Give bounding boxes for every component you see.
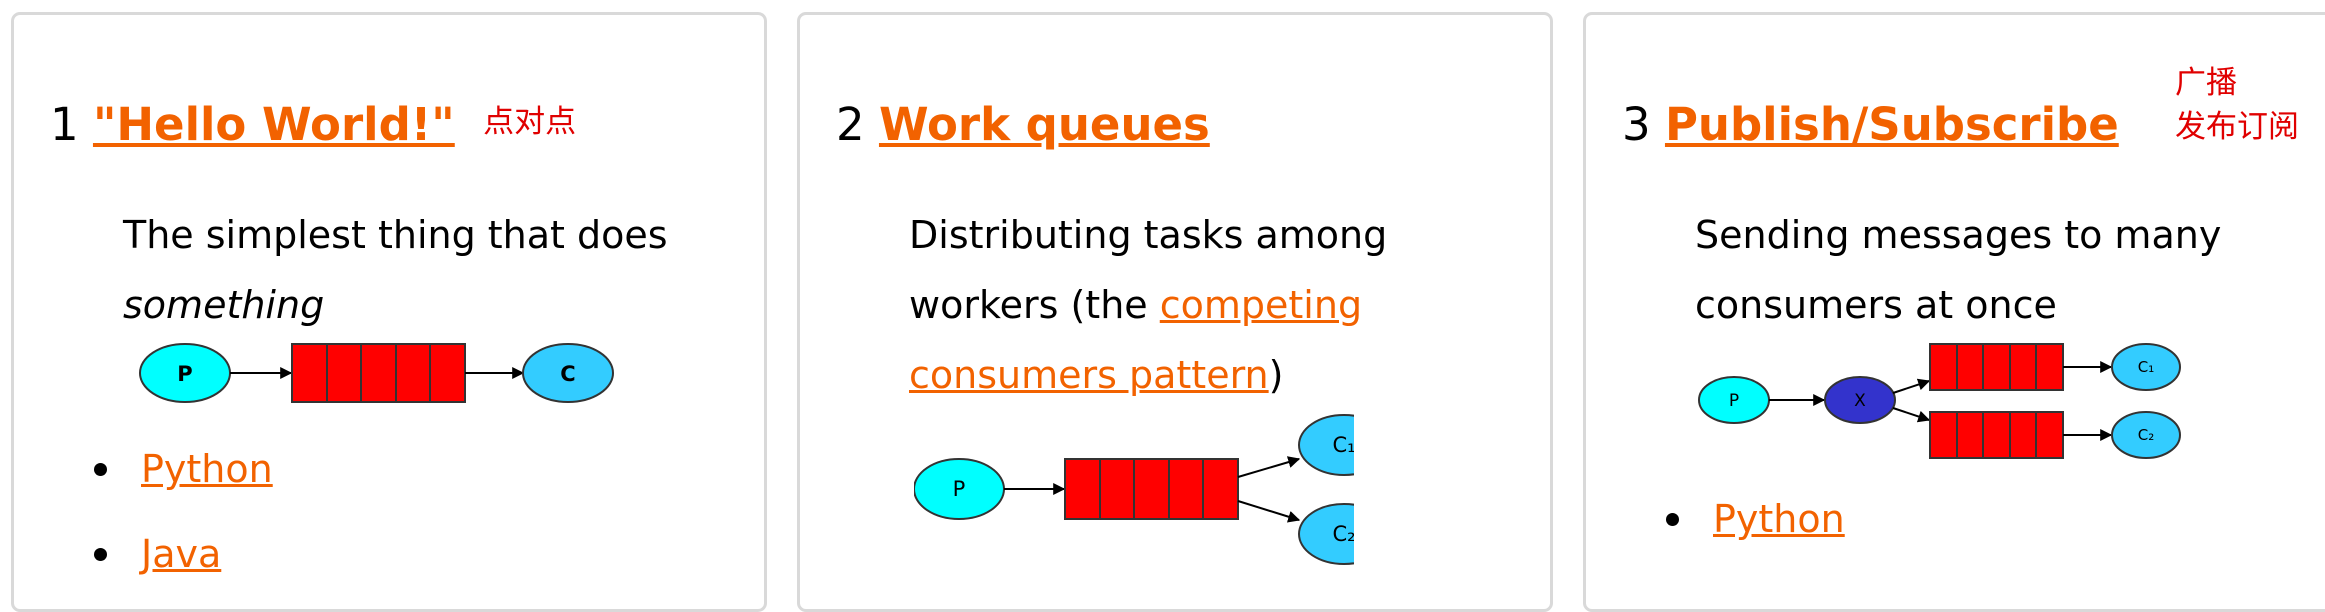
description-text: The simplest thing that does (123, 213, 668, 257)
producer-label: P (177, 362, 192, 386)
annotation-line: 广播 (2175, 65, 2237, 101)
competing-consumers-link[interactable]: competing consumers pattern (909, 283, 1363, 397)
diagram-hello-world: P C (139, 343, 614, 403)
tutorial-card-3: 3 Publish/Subscribe 广播 发布订阅 Sending mess… (1583, 12, 2325, 612)
exchange-label: X (1854, 391, 1866, 411)
python-link[interactable]: Python (141, 447, 273, 491)
producer-label: P (953, 477, 966, 501)
annotation-text: 点对点 (483, 104, 577, 140)
tutorial-title-link[interactable]: "Hello World!" (92, 98, 455, 151)
tutorial-description: Distributing tasks among workers (the co… (909, 200, 1469, 410)
exchange-node (1824, 376, 1896, 424)
list-item: Java (14, 512, 273, 597)
consumer-label: C₂ (2138, 426, 2155, 444)
consumer-label: C₁ (1332, 433, 1354, 457)
bullet-icon (1666, 513, 1679, 526)
description-text: Sending messages to many consumers at on… (1695, 213, 2222, 327)
python-link[interactable]: Python (1713, 497, 1845, 541)
tutorial-number: 1 (50, 98, 79, 151)
card-title: 1 "Hello World!" 点对点 (50, 95, 576, 155)
bullet-icon (94, 548, 107, 561)
java-link[interactable]: Java (141, 532, 222, 576)
tutorial-title-link[interactable]: Work queues (878, 98, 1210, 151)
language-links: Python (1586, 477, 1845, 562)
tutorial-number: 3 (1622, 98, 1651, 151)
description-text: Distributing tasks among workers (the (909, 213, 1388, 327)
list-item: Python (1586, 477, 1845, 562)
tutorial-description: The simplest thing that does something (123, 200, 723, 340)
arrow-exchange-to-queue-2 (1892, 407, 1931, 423)
diagram-publish-subscribe: P X C₁ C₂ (1698, 343, 2181, 459)
language-links: Python Java (14, 427, 273, 597)
card-title: 3 Publish/Subscribe (1622, 95, 2119, 155)
bullet-icon (94, 463, 107, 476)
tutorial-card-1: 1 "Hello World!" 点对点 The simplest thing … (11, 12, 767, 612)
queue-1 (1929, 343, 2064, 391)
card-title: 2 Work queues (836, 95, 1210, 155)
consumer-label: C₂ (1332, 522, 1354, 546)
tutorial-title-link[interactable]: Publish/Subscribe (1664, 98, 2119, 151)
diagram-work-queues: P C₁ C₂ (914, 414, 1354, 565)
tutorial-description: Sending messages to many consumers at on… (1695, 200, 2255, 340)
arrow-queue-to-c1 (1237, 456, 1301, 478)
tutorial-card-2: 2 Work queues Distributing tasks among w… (797, 12, 1553, 612)
description-emphasis: something (123, 283, 325, 327)
producer-label: P (1729, 391, 1739, 411)
queue (1064, 458, 1239, 520)
annotation-line: 发布订阅 (2175, 109, 2299, 145)
list-item: Python (14, 427, 273, 512)
consumer-label: C (560, 362, 575, 386)
arrow-queue-to-c2 (1237, 500, 1301, 523)
queue-2 (1929, 411, 2064, 459)
annotation-text: 广播 发布订阅 (2175, 61, 2299, 149)
queue (291, 343, 466, 403)
tutorial-number: 2 (836, 98, 865, 151)
consumer-node-1 (1298, 414, 1354, 476)
consumer-node-1 (2111, 343, 2181, 391)
consumer-node-2 (2111, 411, 2181, 459)
description-text-end: ) (1268, 353, 1284, 397)
arrow-exchange-to-queue-1 (1892, 378, 1931, 394)
consumer-label: C₁ (2138, 358, 2155, 376)
consumer-node (522, 343, 614, 403)
